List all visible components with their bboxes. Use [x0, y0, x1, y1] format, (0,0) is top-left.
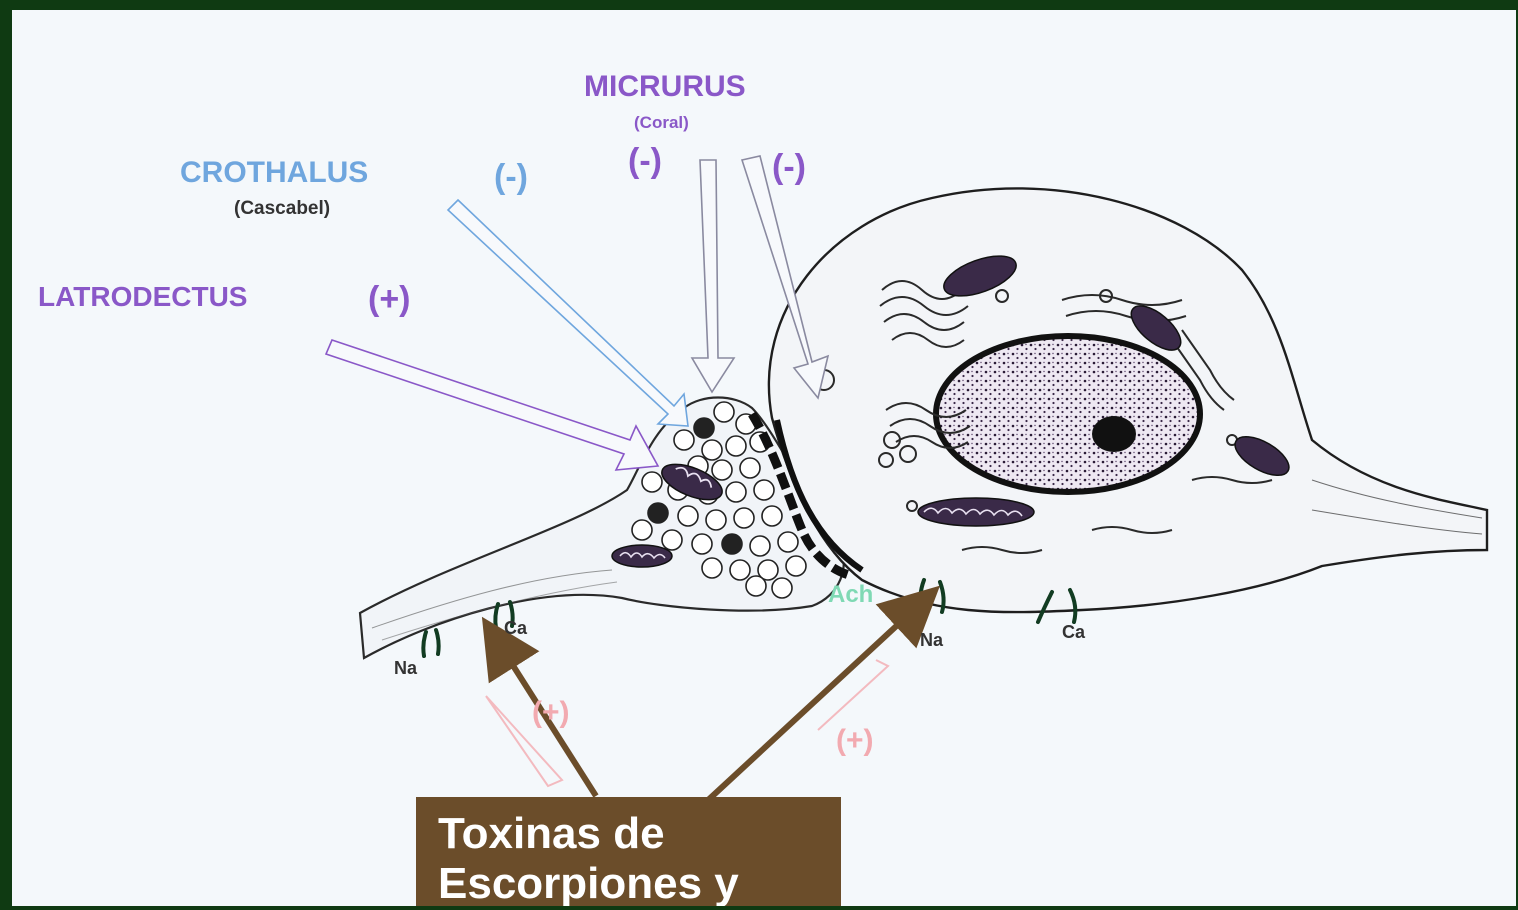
label-ca-right: Ca	[1062, 622, 1086, 642]
sign-bottom-right: (+)	[836, 724, 874, 757]
toxin-caption-box: Toxinas de Escorpiones y	[416, 797, 841, 906]
sign-latrodectus: (+)	[368, 280, 411, 318]
label-crothalus: CROTHALUS	[180, 156, 368, 189]
label-micrurus-sub: (Coral)	[634, 113, 689, 132]
label-na-right: Na	[920, 630, 944, 650]
slide-canvas: MICRURUS (Coral) CROTHALUS (Cascabel) LA…	[12, 10, 1516, 906]
sign-micrurus-left: (-)	[628, 142, 662, 180]
label-crothalus-sub: (Cascabel)	[234, 198, 330, 219]
label-ca-left: Ca	[504, 618, 528, 638]
label-latrodectus: LATRODECTUS	[38, 281, 247, 312]
sign-crothalus: (-)	[494, 158, 528, 196]
sign-micrurus-right: (-)	[772, 148, 806, 186]
label-na-left: Na	[394, 658, 418, 678]
nucleus	[936, 336, 1200, 492]
callout-arrow-right	[706, 606, 918, 802]
sign-bottom-left: (+)	[532, 696, 570, 729]
caption-line-1: Toxinas de	[438, 809, 841, 859]
caption-line-2: Escorpiones y	[438, 859, 841, 906]
neuromuscular-junction-diagram: MICRURUS (Coral) CROTHALUS (Cascabel) LA…	[12, 10, 1516, 906]
label-ach: Ach	[828, 581, 873, 608]
label-micrurus: MICRURUS	[584, 70, 746, 103]
